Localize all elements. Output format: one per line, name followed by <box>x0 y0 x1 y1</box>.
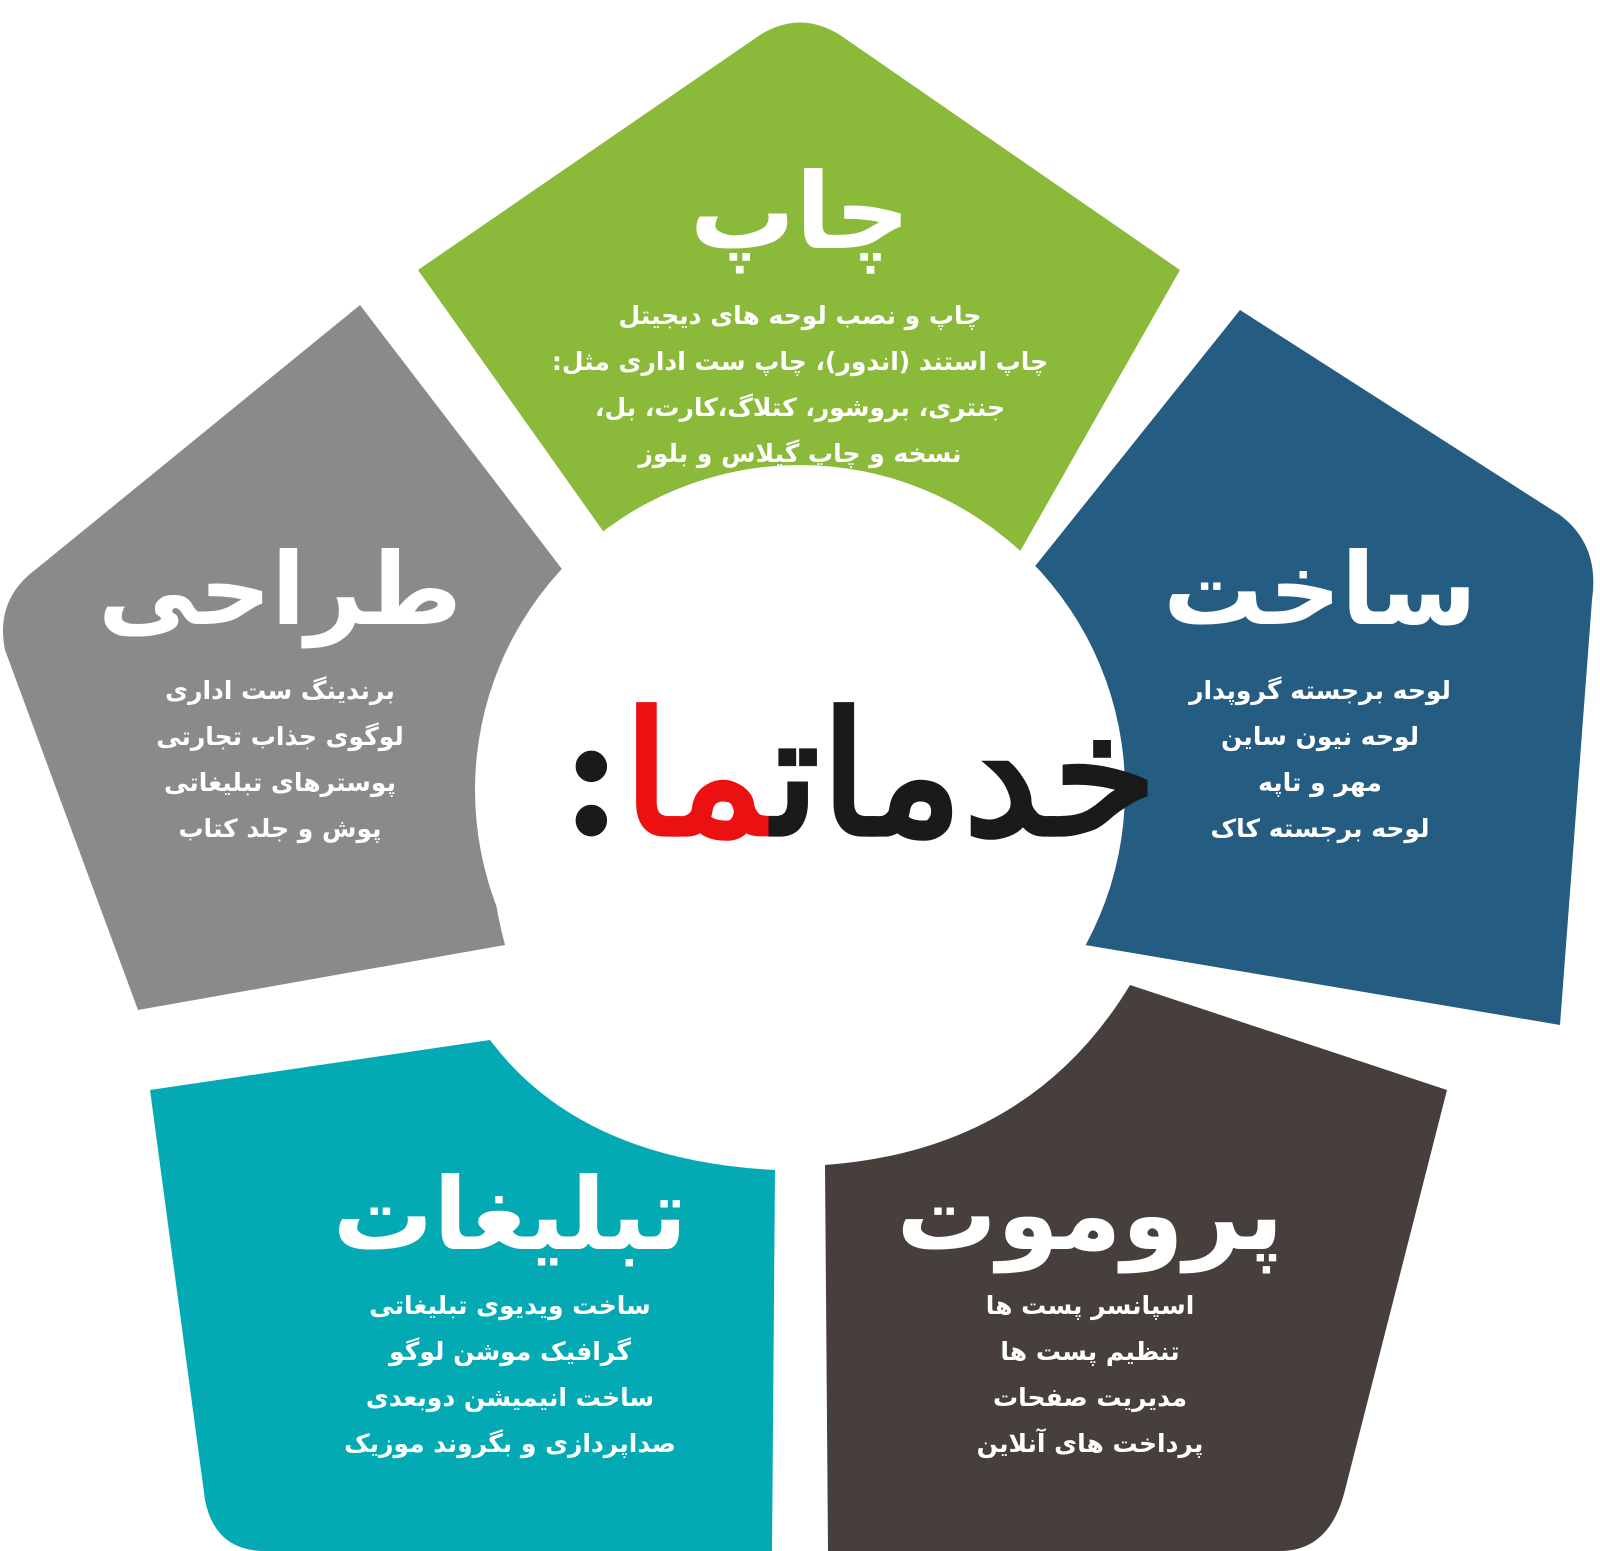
segment-advertising-title: تبلیغات <box>332 1156 688 1273</box>
list-item: تنظیم پست ها <box>1000 1337 1180 1366</box>
list-item: لوحه برجسته گروپدار <box>1189 676 1451 705</box>
center-logo: خدماتما: <box>560 690 1157 860</box>
center-circle <box>475 465 1125 1115</box>
segment-advertising-list: ساخت ویدیوی تبلیغاتی گرافیک موشن لوگو سا… <box>260 1283 760 1467</box>
list-item: ساخت ویدیوی تبلیغاتی <box>369 1291 651 1320</box>
segment-advertising-shape <box>150 1040 775 1551</box>
list-item: صداپردازی و بگروند موزیک <box>344 1429 676 1458</box>
list-item: برندینگ ست اداری <box>165 676 395 705</box>
segment-promote-shape <box>825 985 1447 1551</box>
segment-print-list: چاپ و نصب لوحه های دیجیتل چاپ استند (اند… <box>520 293 1080 477</box>
list-item: اسپانسر پست ها <box>985 1291 1195 1320</box>
segment-design: طراحی برندینگ ست اداری لوگوی جذاب تجارتی… <box>90 540 470 852</box>
list-item: نسخه و چاپ گیلاس و بلوز <box>638 439 962 468</box>
segment-design-list: برندینگ ست اداری لوگوی جذاب تجارتی پوستر… <box>90 668 470 852</box>
list-item: مدیریت صفحات <box>992 1383 1188 1412</box>
segment-promote: پروموت اسپانسر پست ها تنظیم پست ها مدیری… <box>860 1165 1320 1467</box>
segment-print-shape <box>418 22 1180 555</box>
list-item: لوحه نیون ساین <box>1220 722 1420 751</box>
segment-print: چاپ چاپ و نصب لوحه های دیجیتل چاپ استند … <box>520 160 1080 477</box>
logo-word-services: خدمات <box>772 675 1158 875</box>
segment-build-shape <box>1020 310 1594 1025</box>
list-item: لوحه برجسته کاک <box>1210 814 1430 843</box>
segment-advertising: تبلیغات ساخت ویدیوی تبلیغاتی گرافیک موشن… <box>260 1165 760 1467</box>
list-item: پرداخت های آنلاین <box>976 1429 1204 1458</box>
segment-promote-list: اسپانسر پست ها تنظیم پست ها مدیریت صفحات… <box>860 1283 1320 1467</box>
list-item: گرافیک موشن لوگو <box>389 1337 631 1366</box>
list-item: چاپ و نصب لوحه های دیجیتل <box>618 301 982 330</box>
list-item: لوگوی جذاب تجارتی <box>156 722 404 751</box>
segment-design-title: طراحی <box>98 531 462 648</box>
segment-build-list: لوحه برجسته گروپدار لوحه نیون ساین مهر و… <box>1130 668 1510 852</box>
list-item: ساخت انیمیشن دوبعدی <box>365 1383 655 1412</box>
list-item: جنتری، بروشور، کتلاگ،کارت، بل، <box>594 393 1006 422</box>
logo-colon: : <box>560 675 623 875</box>
logo-word-our: ما <box>622 675 773 875</box>
segment-design-shape <box>3 305 578 1010</box>
list-item: مهر و تاپه <box>1258 768 1382 797</box>
segment-print-title: چاپ <box>689 151 911 273</box>
list-item: چاپ استند (اندور)، چاپ ست اداری مثل: <box>551 347 1049 376</box>
segment-build: ساخت لوحه برجسته گروپدار لوحه نیون ساین … <box>1130 540 1510 852</box>
list-item: پوسترهای تبلیغاتی <box>164 768 396 797</box>
segment-promote-title: پروموت <box>896 1156 1284 1273</box>
segment-build-title: ساخت <box>1163 531 1477 648</box>
list-item: پوش و جلد کتاب <box>178 814 382 843</box>
